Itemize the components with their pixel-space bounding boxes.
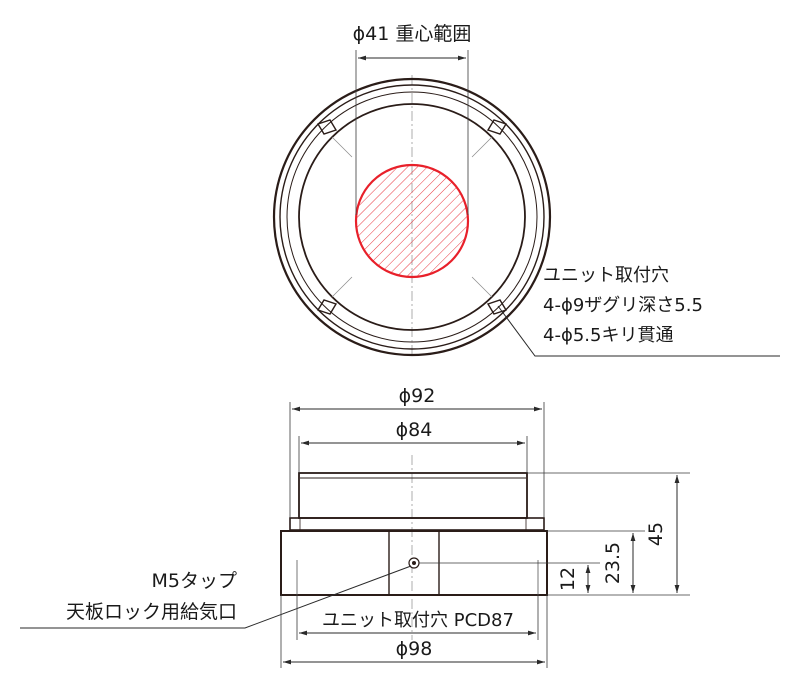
center-of-gravity-zone <box>354 163 470 279</box>
inner-ring <box>298 103 526 331</box>
top-view: ϕ41 重心範囲 ユニット取付穴 4-ϕ9ザグリ深さ5.5 4-ϕ5.5キリ貫通 <box>272 23 780 357</box>
hole-callout-line-3: 4-ϕ5.5キリ貫通 <box>543 325 673 346</box>
top-body <box>298 472 528 519</box>
flange-ring <box>289 517 545 531</box>
middle-ring <box>286 91 538 343</box>
mounting-hole-bl <box>316 299 338 315</box>
side-view: ϕ92 ϕ84 45 23.5 12 M5タップ 天板ロック用給気口 ユニット取… <box>20 385 690 668</box>
port-callout-line-1: M5タップ <box>152 570 237 592</box>
dim-h45: 45 <box>645 522 667 546</box>
dim-d98: ϕ98 <box>396 638 433 660</box>
pcd-label: ユニット取付穴 PCD87 <box>322 610 514 631</box>
dim-h12: 12 <box>557 567 579 591</box>
cg-range-label: ϕ41 重心範囲 <box>353 23 472 45</box>
dim-h23-5: 23.5 <box>602 542 624 584</box>
hole-callout-line-2: 4-ϕ9ザグリ深さ5.5 <box>543 295 703 316</box>
port-callout-line-2: 天板ロック用給気口 <box>66 601 237 623</box>
outer-ring <box>272 77 552 357</box>
port-callout-leader <box>20 565 412 629</box>
hole-callout-line-1: ユニット取付穴 <box>543 265 669 286</box>
mounting-hole-tl <box>316 119 338 135</box>
hole-callout-leader <box>497 305 780 357</box>
diagonal-guides <box>331 136 493 298</box>
dim-d84: ϕ84 <box>396 419 433 441</box>
hole-hidden-lines <box>296 560 539 595</box>
m5-port-center <box>412 561 416 565</box>
mounting-hole-tr <box>486 119 508 135</box>
outer-ring-inner <box>279 84 545 350</box>
dim-d92: ϕ92 <box>399 385 436 407</box>
